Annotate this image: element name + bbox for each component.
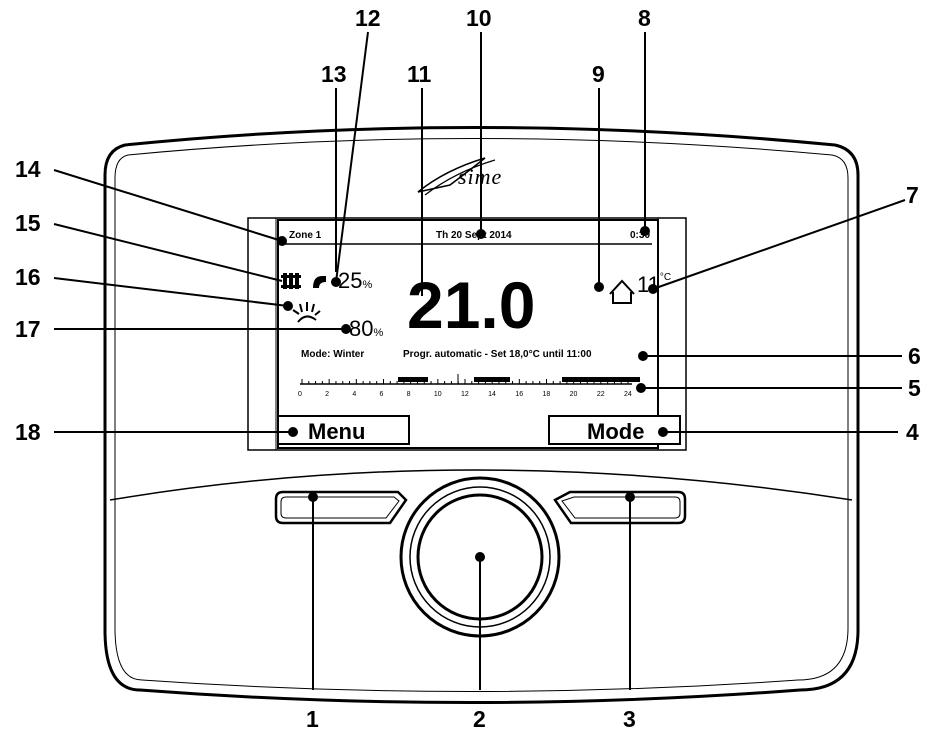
callout-7: 7 xyxy=(906,182,919,208)
callout-5: 5 xyxy=(908,375,921,401)
timeline-tick-label: 16 xyxy=(515,391,524,398)
brand-swoosh-icon-2 xyxy=(424,159,496,196)
callout-3: 3 xyxy=(623,706,636,732)
timeline-tick-label: 4 xyxy=(352,391,357,398)
timeline-tick-label: 12 xyxy=(461,391,469,398)
timeline-tick-label: 8 xyxy=(406,391,411,398)
left-button-inner xyxy=(280,496,400,519)
panel-split-line xyxy=(109,469,853,501)
dhw-percent-sign: % xyxy=(362,279,373,291)
menu-label-box xyxy=(277,415,410,445)
timeline-tick-label: 20 xyxy=(569,391,578,398)
callout-14: 14 xyxy=(15,156,41,182)
humidity-number: 80 xyxy=(349,316,374,341)
housing-inner-outline xyxy=(114,138,849,692)
brand-swoosh-icon xyxy=(417,157,486,193)
lcd-screen xyxy=(277,219,659,449)
right-button-inner xyxy=(561,496,681,519)
menu-softkey-label[interactable]: Menu xyxy=(308,419,366,444)
left-button xyxy=(274,490,408,525)
tap-icon xyxy=(313,276,326,288)
callout-13: 13 xyxy=(321,61,347,87)
timeline-tick-label: 0 xyxy=(298,391,302,398)
dhw-percent-value: 25% xyxy=(338,268,372,294)
zone-label: Zone 1 xyxy=(289,230,322,241)
comfort-band-2 xyxy=(474,377,510,382)
mode-softkey-label[interactable]: Mode xyxy=(587,419,645,444)
mode-label-box xyxy=(548,415,681,445)
callout-8: 8 xyxy=(638,5,651,31)
callout-1: 1 xyxy=(306,706,319,732)
timeline-minor-ticks xyxy=(301,379,629,384)
program-status-text: Progr. automatic - Set 18,0°C until 11:0… xyxy=(403,349,592,360)
dhw-percent-number: 25 xyxy=(338,268,363,293)
callout-6: 6 xyxy=(908,343,921,369)
right-button xyxy=(553,490,687,525)
leader-lines xyxy=(53,31,906,690)
mode-status-text: Mode: Winter xyxy=(301,349,365,360)
callout-16: 16 xyxy=(15,264,41,290)
comfort-band-3 xyxy=(562,377,640,382)
callout-17: 17 xyxy=(15,316,41,342)
room-temperature: 21.0 xyxy=(407,268,536,342)
radiator-icon xyxy=(281,273,301,289)
solar-icon xyxy=(292,302,321,323)
callout-11: 11 xyxy=(407,61,432,87)
timeline-tick-label: 24 xyxy=(624,391,632,398)
comfort-band-1 xyxy=(398,377,428,382)
callout-10: 10 xyxy=(466,5,492,31)
callout-18: 18 xyxy=(15,419,41,445)
callout-15: 15 xyxy=(15,210,41,236)
timeline-tick-label: 6 xyxy=(379,391,384,398)
timeline-tick-label: 18 xyxy=(542,391,551,398)
callout-9: 9 xyxy=(592,61,605,87)
outdoor-temp-number: 11 xyxy=(637,272,660,297)
humidity-percent-sign: % xyxy=(373,327,384,339)
callout-12: 12 xyxy=(355,5,381,31)
time-label: 0:30 xyxy=(630,230,651,241)
callout-4: 4 xyxy=(906,419,919,445)
timeline-tick-label: 14 xyxy=(488,391,496,398)
timeline-tick-label: 10 xyxy=(433,391,442,398)
screen-bezel-left-side xyxy=(247,217,277,451)
humidity-percent-value: 80% xyxy=(349,316,383,342)
callout-2: 2 xyxy=(473,706,486,732)
date-label: Th 20 Sept 2014 xyxy=(436,230,512,241)
brand-logo: sime xyxy=(458,164,503,189)
outdoor-temperature: 11°C xyxy=(637,272,671,298)
timeline-tick-label: 2 xyxy=(325,391,330,398)
timeline-tick-label: 22 xyxy=(596,391,605,398)
house-icon xyxy=(609,279,635,304)
outdoor-temp-unit: °C xyxy=(659,272,672,283)
housing-outline xyxy=(103,126,860,704)
